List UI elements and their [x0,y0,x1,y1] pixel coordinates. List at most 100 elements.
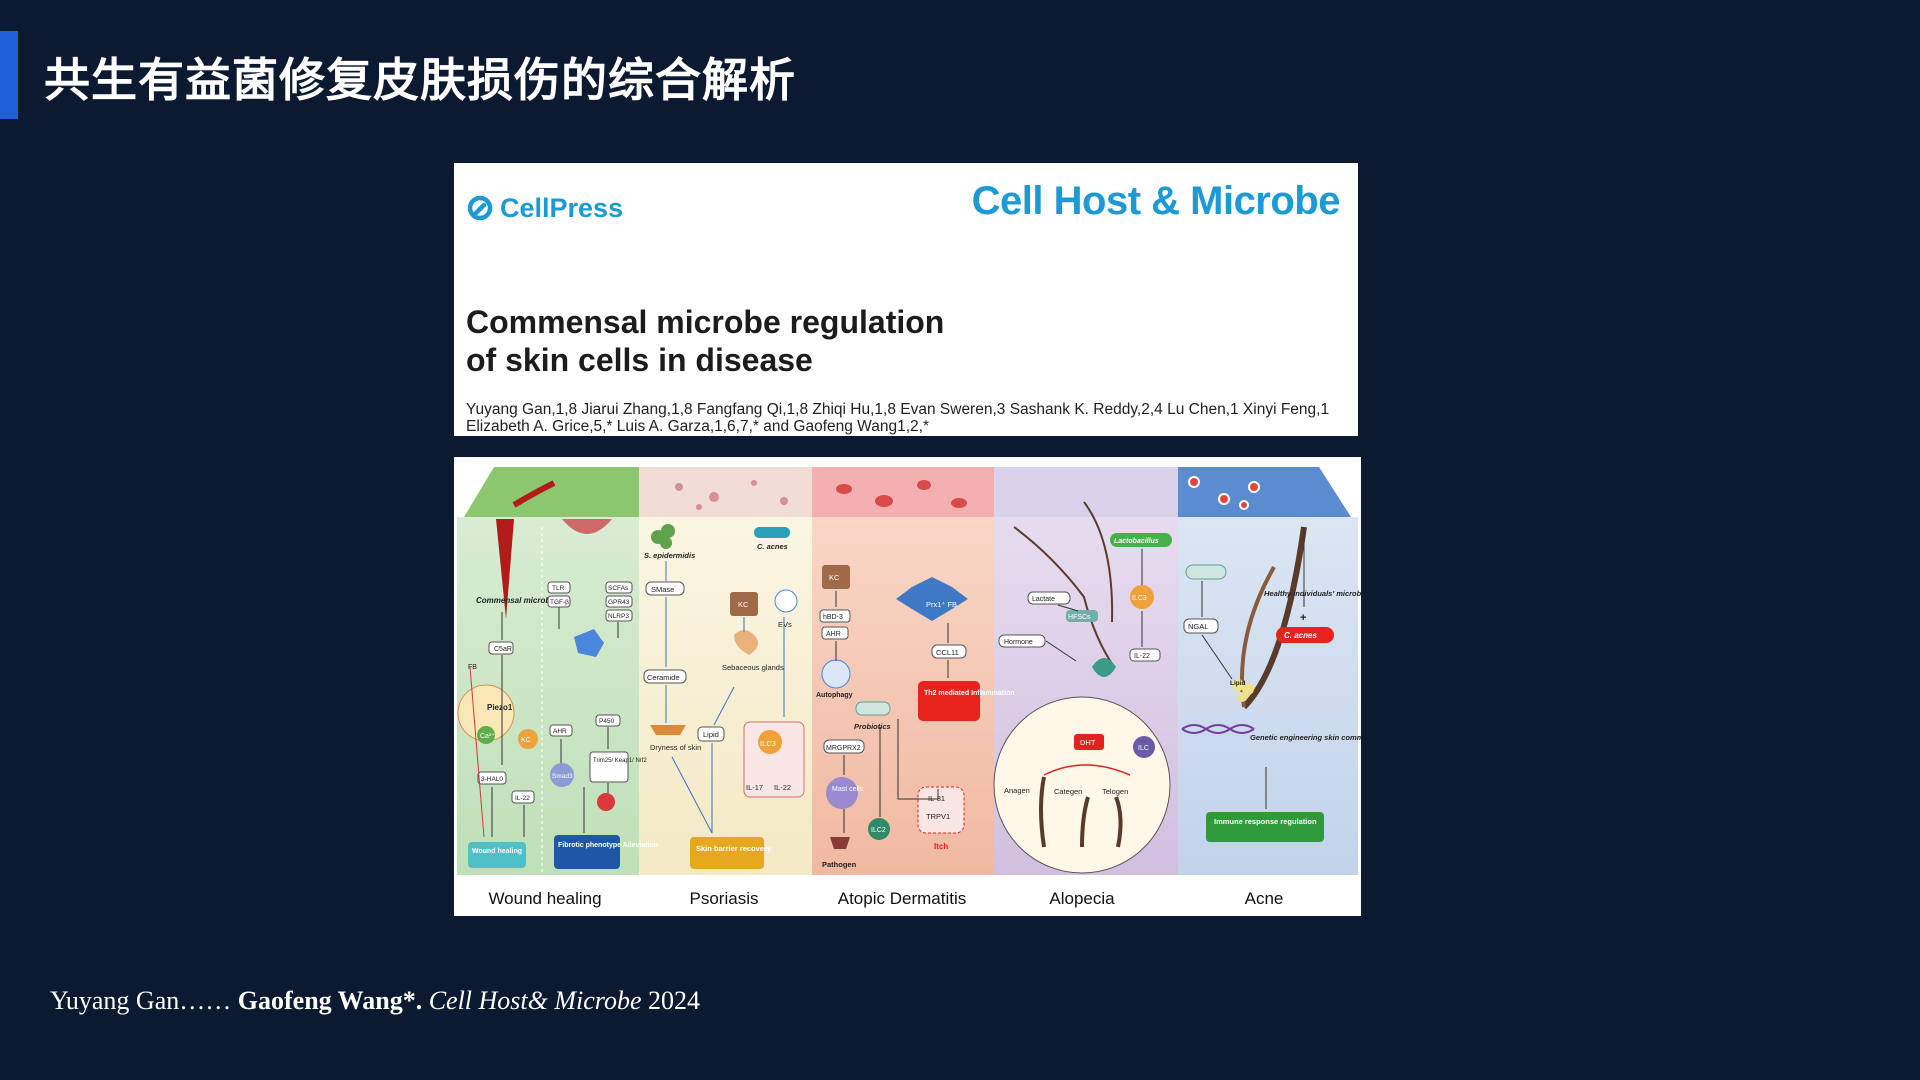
publisher-name: CellPress [500,193,624,223]
acne-outcome: Immune response regulation [1214,817,1317,826]
author-list: Yuyang Gan,1,8 Jiarui Zhang,1,8 Fangfang… [466,401,1346,435]
hair-cycle-circle [993,696,1171,874]
wound-kc-label: KC [521,737,531,744]
skin-top-acne [1178,467,1351,517]
wound-tlr-label: TLR [552,585,565,592]
alopecia-dht-label: DHT [1080,738,1096,747]
panel-label-ad: Atopic Dermatitis [838,889,966,908]
publisher-logo: CellPress [466,193,623,224]
alopecia-ilc3-label: ILC3 [1132,595,1147,602]
psoriasis-sebaceous-label: Sebaceous glands [722,663,784,672]
alopecia-ilc-label: ILC [1138,745,1149,752]
panel-label-alopecia: Alopecia [1049,889,1115,908]
wound-cut-icon [512,480,556,508]
graphical-abstract: Commensal microbes C5aR FB Piezo1 Ca²⁺ 3… [454,457,1361,916]
psoriasis-il22-label: IL-22 [774,783,791,792]
acne-cacnes-label: C. acnes [1284,631,1317,640]
ad-kc-label: KC [829,573,840,582]
alopecia-telogen-label: Telogen [1102,787,1128,796]
psoriasis-cacnes-label: C. acnes [757,542,788,551]
wound-c5ar-label: C5aR [494,646,512,653]
hair-follicle-bulb-icon [1092,658,1116,677]
citation-journal: Cell Host& Microbe [422,986,642,1015]
slide-title: 共生有益菌修复皮肤损伤的综合解析 [44,53,796,107]
prx-fibroblast-icon [896,577,968,621]
ad-ccl-label: CCL11 [936,648,959,657]
skin-top-wound [464,467,639,517]
psoriasis-outcome: Skin barrier recovery [696,844,772,853]
acne-healthy-label: Healthy individuals' microbes [1264,589,1361,598]
dna-helix-icon [1181,724,1255,734]
autophagy-icon [821,659,851,689]
panel-label-wound: Wound healing [488,889,601,908]
wound-fb-label: FB [468,664,477,671]
citation-author: Gaofeng Wang*. [237,986,423,1015]
dryness-icon [650,725,686,735]
skin-top-ad [812,467,994,517]
authors-line1: Yuyang Gan,1,8 Jiarui Zhang,1,8 Fangfang… [466,401,1330,418]
wound-outcome1: Wound healing [472,848,522,855]
citation: Yuyang Gan…… Gaofeng Wang*. Cell Host& M… [50,986,700,1016]
wound-ahr-label: AHR [553,728,567,735]
psoriasis-ilc3-label: ILC3 [760,739,776,748]
ad-probiotics-label: Probiotics [854,722,891,731]
wound-red-cell-icon [597,793,615,811]
citation-prefix: Yuyang Gan…… [50,986,238,1015]
wound-ca-label: Ca²⁺ [480,733,495,740]
wound-lips-icon [562,519,612,534]
psoriasis-lipid-label: Lipid [703,730,719,739]
panel-bg-psoriasis [639,517,812,875]
paper-title: Commensal microbe regulation of skin cel… [466,303,1066,379]
sebaceous-icon [734,630,758,655]
skin-top-alopecia [994,467,1178,517]
wound-piezo-label: Piezo1 [487,703,513,712]
psoriasis-evs-label: EVs [778,620,792,629]
paper-title-line2: of skin cells in disease [466,342,813,378]
wound-smad-label: Smad3 [552,773,573,780]
ad-pathogen-label: Pathogen [822,860,857,869]
wound-tgfb-label: TGF-β [550,599,569,606]
cellpress-logo-icon [467,195,493,220]
alopecia-hfsc-label: HFSCs [1068,614,1091,621]
alopecia-lacto-label: Lactobacillus [1114,538,1159,545]
acne-ngal-label: NGAL [1188,622,1208,631]
psoriasis-il17-label: IL-17 [746,783,763,792]
ad-itch-label: Itch [934,842,948,851]
c-acnes-icon [754,527,790,538]
ad-trpv-label: TRPV1 [926,812,950,821]
ad-autophagy-label: Autophagy [816,692,853,699]
wound-commensal-label: Commensal microbes [476,596,560,605]
ad-th2-label: Th2 mediated Inflammation [924,690,1015,697]
paper-header: CellPress Cell Host & Microbe Commensal … [454,163,1358,436]
journal-name: Cell Host & Microbe [971,179,1341,223]
wound-fibroblast-icon [574,629,604,657]
wound-hal-label: 3-HAL0 [481,776,503,783]
alopecia-il22-label: IL-22 [1134,653,1150,660]
ad-ahr-label: AHR [826,631,841,638]
evs-icon [774,589,798,613]
wound-trim-label: Trim25/ Keap1/ Nrf2 [593,758,647,764]
acne-genetic-label: Genetic engineering skin commensal micro… [1250,733,1361,742]
psoriasis-dryness-label: Dryness of skin [650,743,701,752]
pathogen-icon [830,837,850,849]
alopecia-lactate-label: Lactate [1032,596,1055,603]
acne-lipid-label: Lipid [1230,680,1246,687]
graphical-abstract-figure: Commensal microbes C5aR FB Piezo1 Ca²⁺ 3… [454,467,1361,916]
psoriasis-ceramide-label: Ceramide [647,673,680,682]
wound-scfas-label: SCFAs [608,585,629,592]
probiotics-icon [855,701,891,716]
acne-pimple-dots [1188,476,1260,510]
s-epidermidis-icon [651,524,675,549]
alopecia-catagen-label: Categen [1054,787,1082,796]
wound-blood-icon [496,519,514,619]
citation-year: 2024 [641,986,700,1015]
acne-microbe-icon [1185,564,1227,580]
ad-mrgprx-label: MRGPRX2 [826,745,861,752]
ad-ilc2-label: ILC2 [871,827,886,834]
acne-plus-label: + [1300,612,1306,624]
wound-nlrp-label: NLRP3 [608,613,629,620]
ad-prx-label: Prx1⁺ FB [926,600,957,609]
paper-title-line1: Commensal microbe regulation [466,304,945,340]
wound-il22-label: IL-22 [515,795,530,802]
psoriasis-kc-label: KC [738,600,749,609]
